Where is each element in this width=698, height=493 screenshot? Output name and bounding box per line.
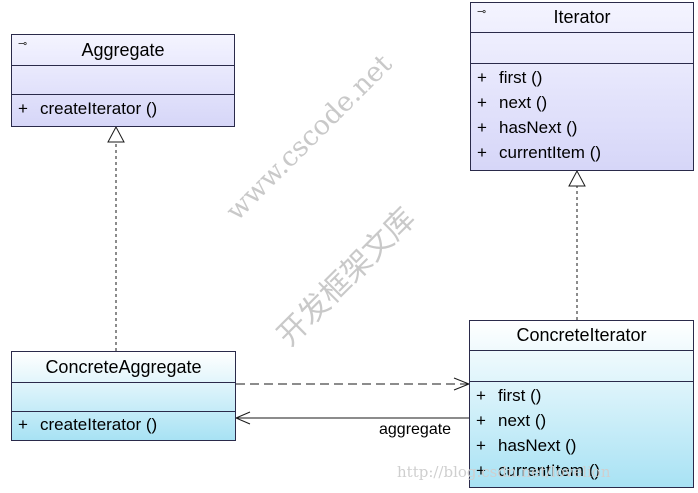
class-aggregate-name: Aggregate (81, 40, 165, 60)
realization-iterator-arrowhead (568, 169, 586, 187)
association-role-label: aggregate (379, 421, 452, 438)
class-concrete-iterator-attributes (470, 351, 693, 382)
operation: +currentItem () (477, 143, 602, 162)
class-aggregate-attributes (12, 66, 234, 95)
class-iterator[interactable]: ⊸ Iterator +first () +next () +hasNext (… (470, 2, 694, 171)
class-concrete-iterator-operations: +first () +next () +hasNext () +currentI… (470, 382, 693, 483)
class-concrete-iterator-header: ConcreteIterator (470, 321, 693, 351)
class-concrete-aggregate-operations: +createIterator () (12, 412, 235, 437)
operation: +hasNext () (476, 436, 577, 455)
realization-aggregate-arrowhead (107, 125, 125, 143)
class-iterator-attributes (471, 33, 693, 64)
class-concrete-iterator[interactable]: ConcreteIterator +first () +next () +has… (469, 320, 694, 488)
class-aggregate[interactable]: ⊸ Aggregate +createIterator () (11, 34, 235, 127)
class-concrete-aggregate-name: ConcreteAggregate (45, 357, 202, 377)
operation: +first () (477, 68, 543, 87)
operation: +next () (477, 93, 548, 112)
operation: +currentItem () (476, 461, 601, 480)
operation: +createIterator () (18, 99, 158, 118)
class-concrete-aggregate-attributes (12, 383, 235, 412)
class-aggregate-header: ⊸ Aggregate (12, 35, 234, 66)
interface-icon: ⊸ (18, 38, 28, 50)
operation: +first () (476, 386, 542, 405)
class-iterator-name: Iterator (553, 7, 611, 27)
operation: +createIterator () (18, 415, 158, 434)
interface-icon: ⊸ (477, 6, 487, 18)
class-concrete-iterator-name: ConcreteIterator (516, 325, 647, 345)
class-iterator-header: ⊸ Iterator (471, 3, 693, 33)
class-iterator-operations: +first () +next () +hasNext () +currentI… (471, 64, 693, 165)
class-concrete-aggregate-header: ConcreteAggregate (12, 352, 235, 383)
operation: +next () (476, 411, 547, 430)
operation: +hasNext () (477, 118, 578, 137)
class-aggregate-operations: +createIterator () (12, 95, 234, 121)
association-arrowhead (234, 411, 251, 425)
class-concrete-aggregate[interactable]: ConcreteAggregate +createIterator () (11, 351, 236, 441)
